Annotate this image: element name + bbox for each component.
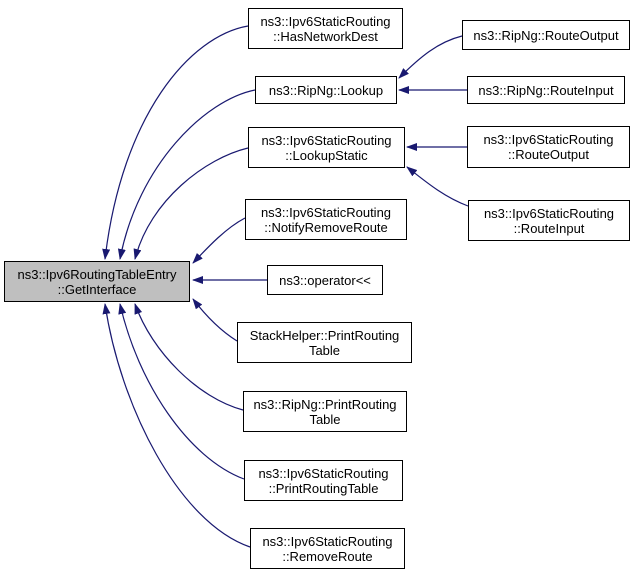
graph-node-stackhelper-printroutingtable[interactable]: StackHelper::PrintRouting Table xyxy=(237,322,412,363)
edge-ripng-lookup-to-getinterface xyxy=(117,89,256,260)
node-label: ns3::Ipv6StaticRouting xyxy=(483,205,615,221)
graph-node-static-printroutingtable[interactable]: ns3::Ipv6StaticRouting ::PrintRoutingTab… xyxy=(244,460,403,501)
graph-node-operator-stream[interactable]: ns3::operator<< xyxy=(267,265,383,295)
node-label: ns3::RipNg::PrintRouting xyxy=(253,396,397,412)
node-label: ::RemoveRoute xyxy=(282,548,373,564)
node-label: ns3::Ipv6StaticRouting xyxy=(483,132,614,147)
node-label: ns3::RipNg::Lookup xyxy=(268,82,384,98)
graph-node-lookupstatic[interactable]: ns3::Ipv6StaticRouting ::LookupStatic xyxy=(248,127,405,168)
node-label: ns3::Ipv6RoutingTableEntry xyxy=(17,266,177,282)
edge-lookupstatic-to-getinterface xyxy=(133,147,249,260)
node-label: ns3::Ipv6StaticRouting xyxy=(258,465,389,481)
node-label: ns3::Ipv6StaticRouting xyxy=(261,132,392,148)
edge-static-routeinput-to-lookupstatic xyxy=(406,166,469,207)
graph-node-ripng-routeoutput[interactable]: ns3::RipNg::RouteOutput xyxy=(462,20,630,50)
edge-ripng-printroutingtable-to-getinterface xyxy=(134,303,244,411)
node-label: Table xyxy=(308,342,341,358)
edge-notifyremoveroute-to-getinterface xyxy=(192,217,246,264)
graph-node-hasnetworkdest[interactable]: ns3::Ipv6StaticRouting ::HasNetworkDest xyxy=(248,8,403,49)
edge-removeroute-to-getinterface xyxy=(102,303,251,548)
node-label: Table xyxy=(309,411,341,427)
graph-node-static-routeinput[interactable]: ns3::Ipv6StaticRouting ::RouteInput xyxy=(468,200,630,241)
node-label: ::LookupStatic xyxy=(285,147,368,163)
node-label: ::GetInterface xyxy=(57,281,137,297)
node-label: ::RouteInput xyxy=(513,220,585,236)
node-label: ns3::RipNg::RouteOutput xyxy=(473,27,619,43)
node-label: ns3::Ipv6StaticRouting xyxy=(260,13,391,29)
edge-ripng-routeoutput-to-lookup xyxy=(398,35,463,79)
node-label: ns3::Ipv6StaticRouting xyxy=(262,533,393,549)
graph-node-notifyremoveroute[interactable]: ns3::Ipv6StaticRouting ::NotifyRemoveRou… xyxy=(245,199,407,240)
node-label: ::PrintRoutingTable xyxy=(268,480,379,496)
node-label: ns3::RipNg::RouteInput xyxy=(478,82,614,98)
node-label: ::HasNetworkDest xyxy=(273,28,378,44)
graph-node-getinterface: ns3::Ipv6RoutingTableEntry ::GetInterfac… xyxy=(4,261,190,302)
edge-stackhelper-printroutingtable-to-getinterface xyxy=(192,298,238,342)
graph-node-static-routeoutput[interactable]: ns3::Ipv6StaticRouting ::RouteOutput xyxy=(467,126,630,168)
node-label: StackHelper::PrintRouting xyxy=(249,327,400,343)
graph-node-removeroute[interactable]: ns3::Ipv6StaticRouting ::RemoveRoute xyxy=(250,528,405,569)
graph-node-ripng-lookup[interactable]: ns3::RipNg::Lookup xyxy=(255,76,397,104)
graph-node-ripng-printroutingtable[interactable]: ns3::RipNg::PrintRouting Table xyxy=(243,391,407,432)
node-label: ns3::operator<< xyxy=(279,272,371,288)
node-label: ns3::Ipv6StaticRouting xyxy=(260,204,392,220)
edge-hasnetworkdest-to-getinterface xyxy=(102,25,249,260)
node-label: ::RouteOutput xyxy=(508,147,589,162)
node-label: ::NotifyRemoveRoute xyxy=(264,219,388,235)
edge-static-printroutingtable-to-getinterface xyxy=(118,303,245,480)
graph-node-ripng-routeinput[interactable]: ns3::RipNg::RouteInput xyxy=(467,76,625,104)
